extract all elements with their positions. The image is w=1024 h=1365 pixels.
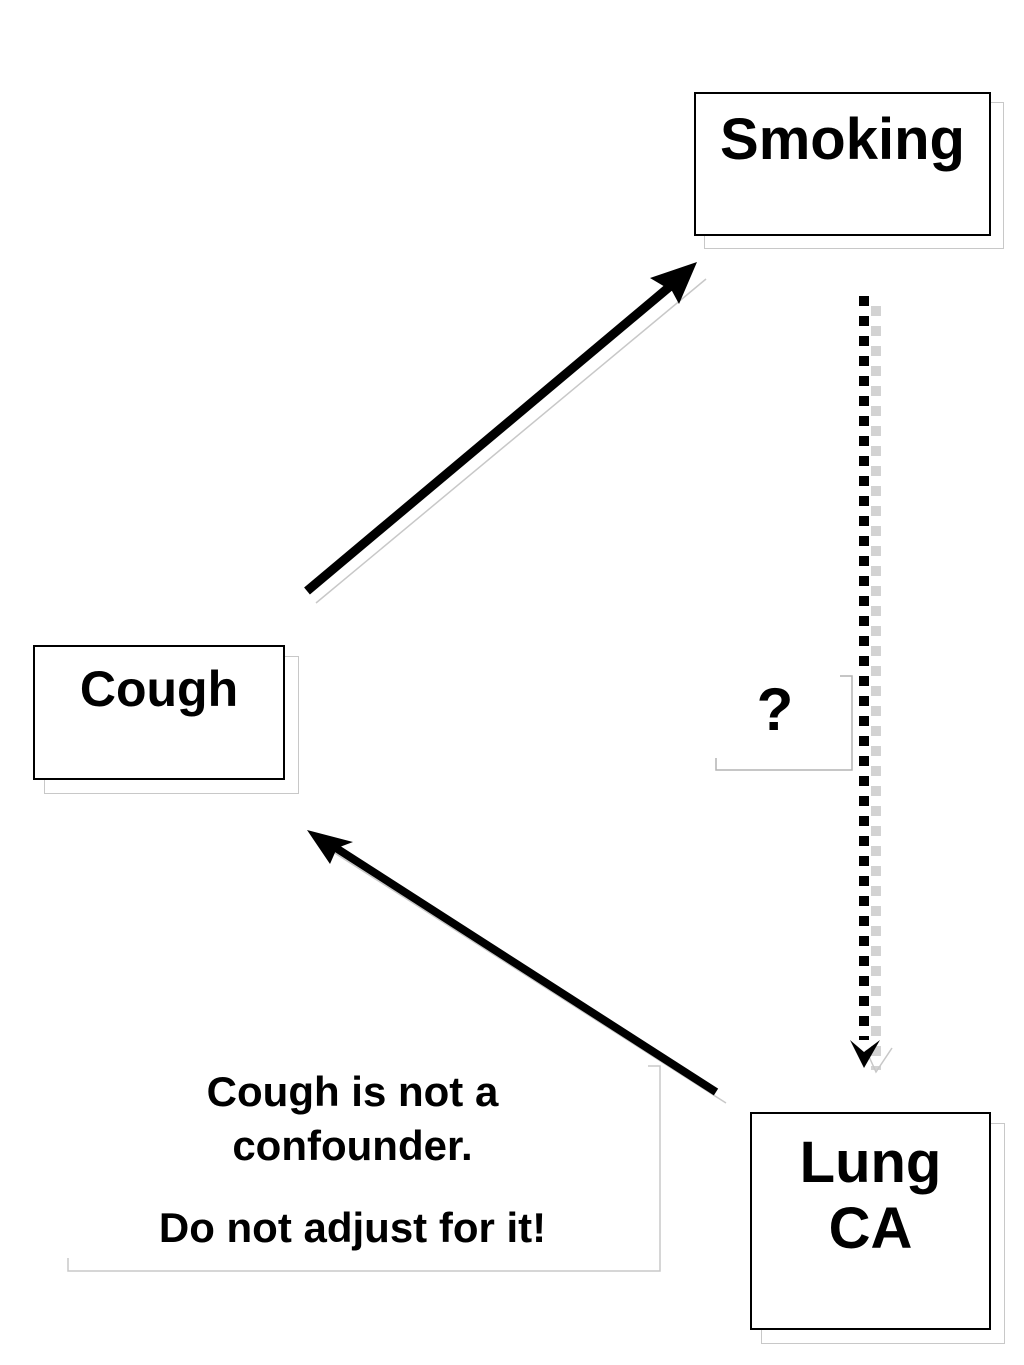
lung-ca-node: Lung CA: [750, 1112, 991, 1330]
question-bracket: [715, 675, 853, 771]
arrow-lungca-to-cough: [333, 844, 719, 1096]
cough-node: Cough: [33, 645, 285, 780]
arrow-lungca-to-cough-shadow: [329, 849, 727, 1104]
note-line-1: Cough is not a confounder.: [206, 1068, 499, 1169]
lung-ca-label: Lung CA: [799, 1130, 942, 1261]
smoking-node: Smoking: [694, 92, 991, 236]
question-mark-label: ?: [756, 676, 794, 743]
arrowhead-lungca: [850, 1040, 880, 1068]
note-frame: [67, 1065, 661, 1272]
arrow-cough-to-smoking: [304, 279, 677, 595]
arrow-cough-to-smoking-shadow: [315, 278, 707, 604]
note-text-block: Cough is not a confounder. Do not adjust…: [100, 1065, 605, 1255]
note-line-2: Do not adjust for it!: [158, 1204, 547, 1251]
smoking-label: Smoking: [720, 107, 965, 172]
arrowhead-cough: [307, 830, 353, 864]
arrowhead-smoking: [650, 262, 697, 304]
cough-label: Cough: [79, 661, 239, 717]
